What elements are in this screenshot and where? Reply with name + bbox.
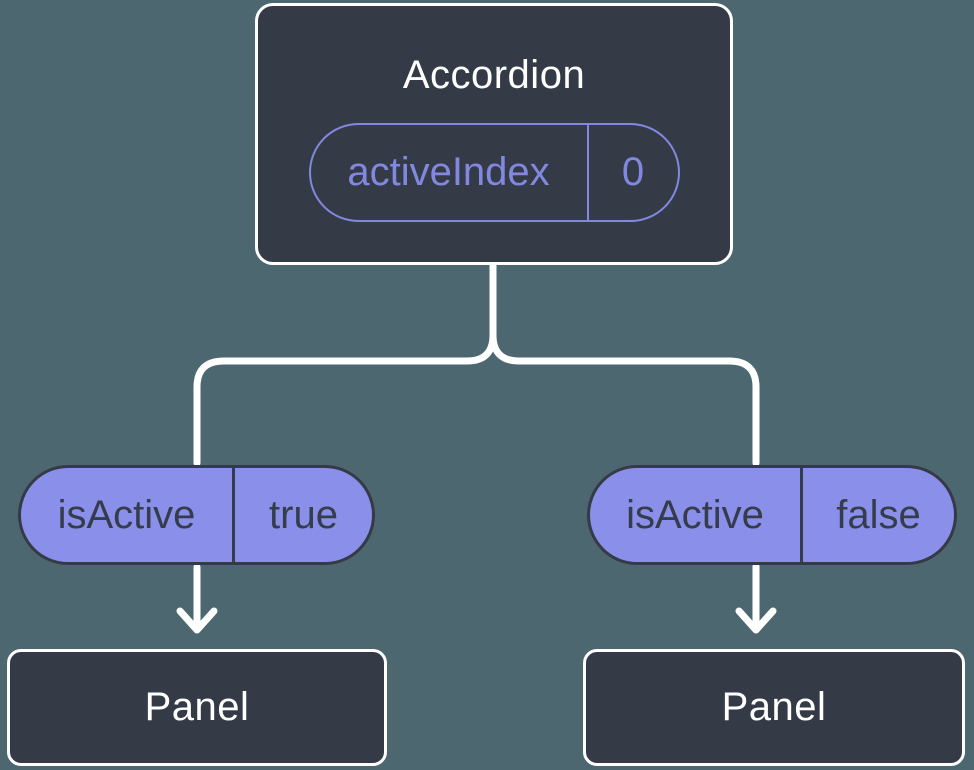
arrow-right-pill-to-panel-head <box>735 607 777 634</box>
panel-node-label: Panel <box>721 685 827 729</box>
state-value: 0 <box>586 125 678 220</box>
connector-root-to-left-pill <box>193 262 497 467</box>
accordion-node-label: Accordion <box>402 53 586 97</box>
connector-root-to-right-pill <box>489 262 760 467</box>
prop-pill-isactive-false: isActive false <box>587 465 957 565</box>
state-pill-activeindex: activeIndex 0 <box>308 123 680 222</box>
state-name: activeIndex <box>347 150 550 194</box>
prop-pill-isactive-true: isActive true <box>18 465 375 565</box>
prop-name: isActive <box>57 492 196 537</box>
panel-node-left: Panel <box>7 649 387 766</box>
panel-node-label: Panel <box>144 685 250 729</box>
arrow-left-pill-to-panel-head <box>176 607 218 634</box>
accordion-node: Accordion activeIndex 0 <box>255 3 733 265</box>
panel-node-right: Panel <box>583 649 965 766</box>
prop-value: true <box>232 468 372 562</box>
prop-name: isActive <box>626 492 764 537</box>
prop-value: false <box>800 468 954 562</box>
